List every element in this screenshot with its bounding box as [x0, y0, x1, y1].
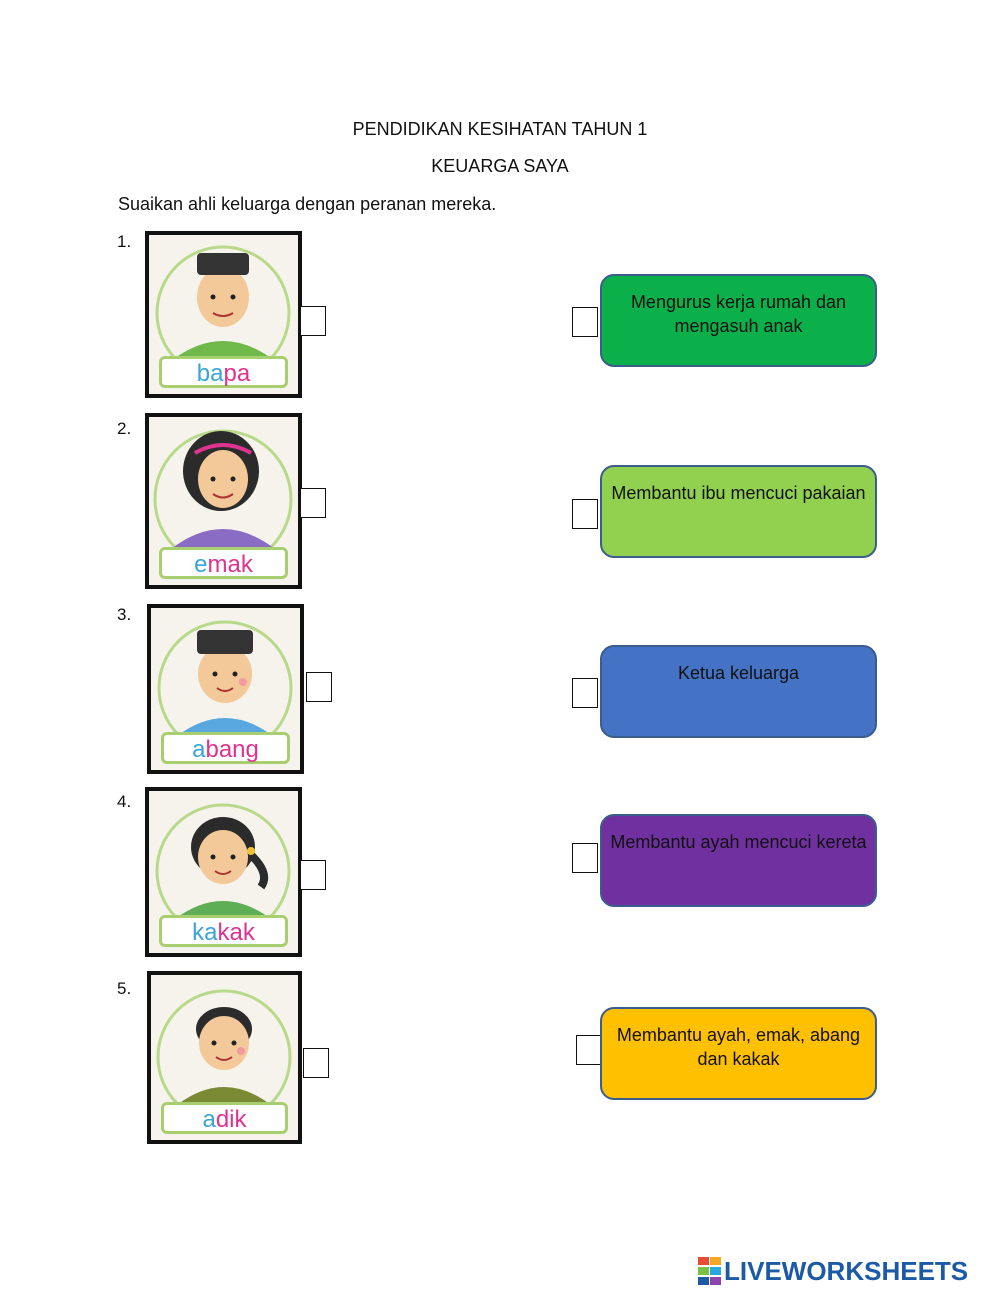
member-card-abang: abang	[147, 604, 304, 774]
member-label-emak: emak	[159, 547, 288, 579]
member-number-5: 5.	[117, 979, 132, 998]
left-match-box-5[interactable]	[303, 1048, 329, 1078]
role-box-4: Membantu ayah mencuci kereta	[600, 814, 877, 907]
member-number-1: 1.	[117, 232, 132, 251]
page-title: PENDIDIKAN KESIHATAN TAHUN 1	[352, 119, 648, 139]
role-box-1: Mengurus kerja rumah dan mengasuh anak	[600, 274, 877, 367]
mother-illustration	[153, 429, 293, 569]
member-card-adik: adik	[147, 971, 302, 1144]
right-match-box-3[interactable]	[572, 678, 598, 708]
left-match-box-4[interactable]	[300, 860, 326, 890]
left-match-box-3[interactable]	[306, 672, 332, 702]
right-match-box-5[interactable]	[576, 1035, 602, 1065]
member-number-3: 3.	[117, 605, 132, 624]
member-card-bapa: bapa	[145, 231, 302, 398]
member-label-kakak: kakak	[159, 915, 288, 947]
instruction-text: Suaikan ahli keluarga dengan peranan mer…	[118, 194, 497, 214]
member-label-adik: adik	[161, 1102, 288, 1134]
right-match-box-4[interactable]	[572, 843, 598, 873]
member-card-emak: emak	[145, 413, 302, 589]
logo-text: LIVEWORKSHEETS	[724, 1256, 969, 1286]
page-subtitle: KEUARGA SAYA	[431, 156, 569, 176]
member-number-4: 4.	[117, 792, 132, 811]
member-number-2: 2.	[117, 419, 132, 438]
right-match-box-2[interactable]	[572, 499, 598, 529]
member-card-kakak: kakak	[145, 787, 302, 957]
member-label-abang: abang	[161, 732, 290, 764]
role-box-5: Membantu ayah, emak, abang dan kakak	[600, 1007, 877, 1100]
right-match-box-1[interactable]	[572, 307, 598, 337]
role-box-3: Ketua keluarga	[600, 645, 877, 738]
role-box-2: Membantu ibu mencuci pakaian	[600, 465, 877, 558]
left-match-box-2[interactable]	[300, 488, 326, 518]
left-match-box-1[interactable]	[300, 306, 326, 336]
logo-blocks-icon	[698, 1257, 721, 1285]
member-label-bapa: bapa	[159, 356, 288, 388]
